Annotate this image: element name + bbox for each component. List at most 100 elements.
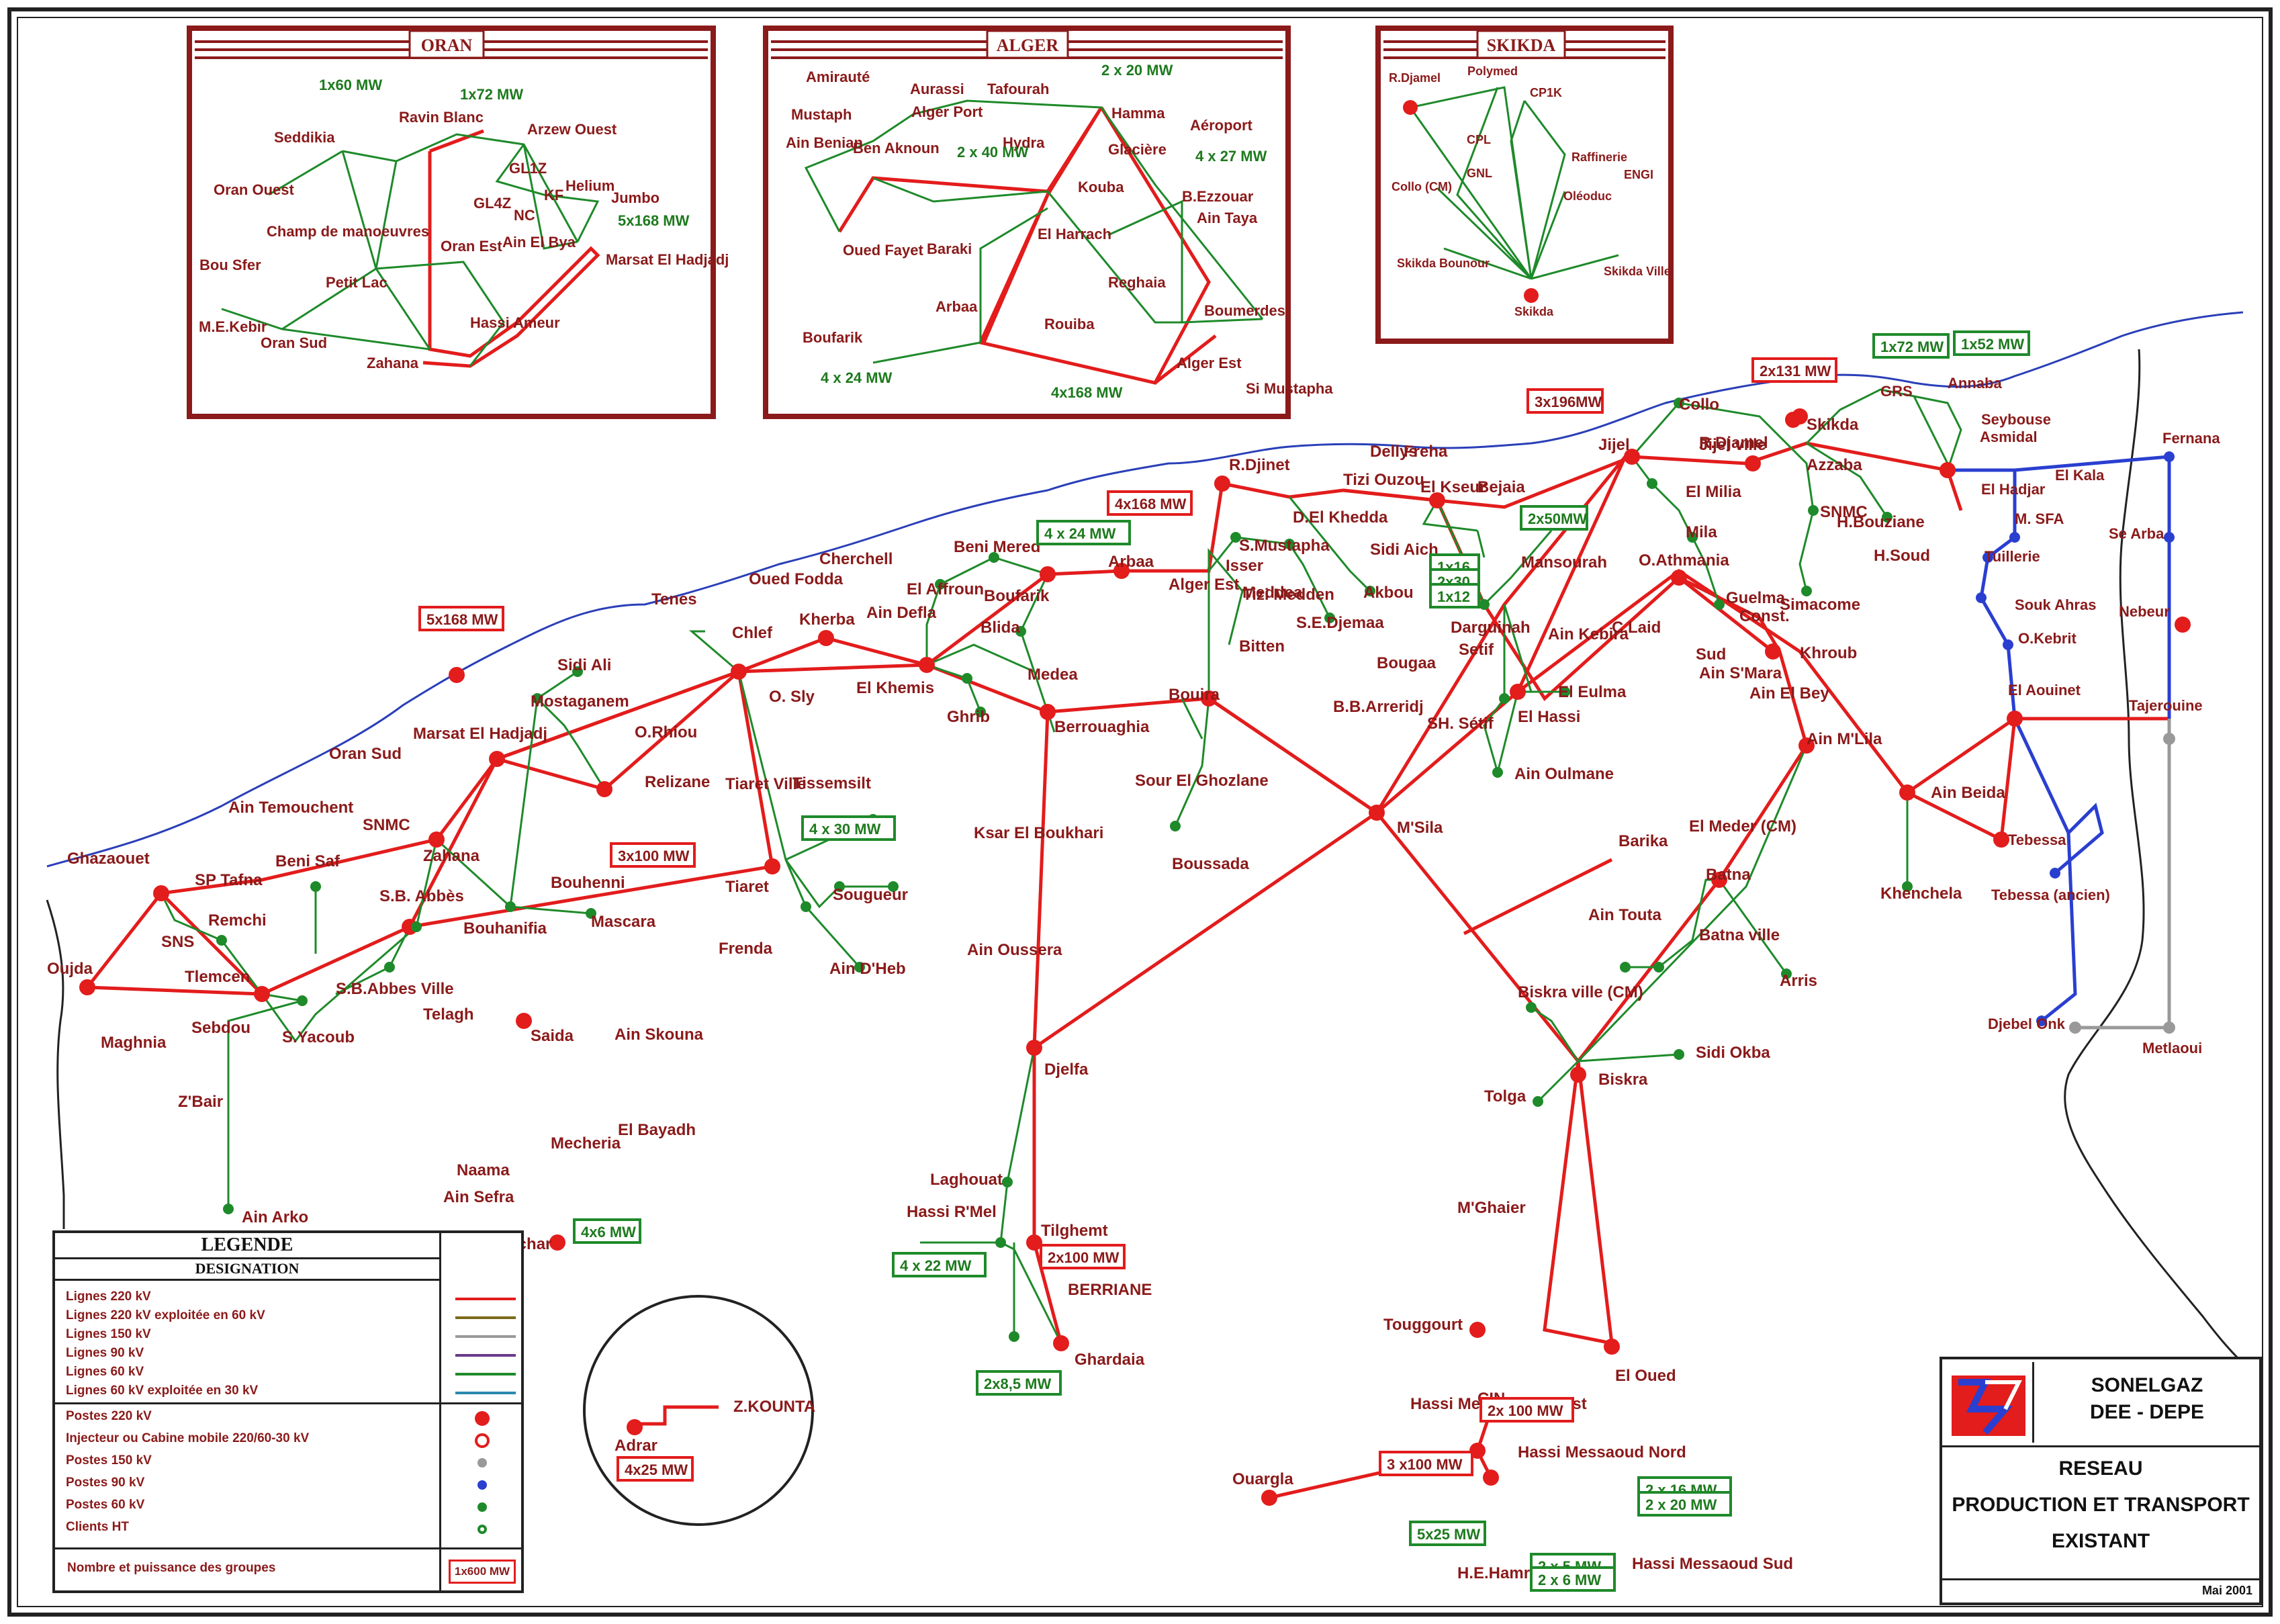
place-label-fernana: Fernana xyxy=(2162,430,2220,447)
place-label-sns: SNS xyxy=(161,933,194,951)
place-label-batna: Batna xyxy=(1706,866,1751,884)
place-label-mansourah: Mansourah xyxy=(1521,553,1607,572)
legend-line-label: Lignes 220 kV exploitée en 60 kV xyxy=(66,1308,265,1322)
capacity-box-frame xyxy=(1530,1566,1616,1592)
place-label-tiaret: Tiaret xyxy=(725,878,769,896)
place-label-marsat-el-hadjadj: Marsat El Hadjadj xyxy=(413,725,547,743)
legend-station-label: Injecteur ou Cabine mobile 220/60-30 kV xyxy=(66,1431,310,1445)
place-label-el-milia: El Milia xyxy=(1686,483,1741,501)
western-border xyxy=(46,899,65,1229)
place-label-remchi: Remchi xyxy=(208,911,267,930)
place-label-kherba: Kherba xyxy=(799,611,855,629)
inset-oran-label-gl1z: GL1Z xyxy=(509,160,547,177)
place-label-ouargla: Ouargla xyxy=(1232,1470,1293,1488)
place-label-bejaia: Bejaia xyxy=(1477,478,1525,496)
place-label-sidi-ali: Sidi Ali xyxy=(557,656,611,674)
place-label-tiaret-ville: Tiaret Ville xyxy=(725,775,807,793)
inset-alger-label-boumerdes: Boumerdes xyxy=(1204,302,1285,319)
legend-line-label: Lignes 150 kV xyxy=(66,1327,151,1341)
place-label-s-e-djemaa: S.E.Djemaa xyxy=(1296,614,1384,632)
legend-station-symbol xyxy=(475,1411,490,1426)
place-label-c-laid: C.Laid xyxy=(1612,619,1661,637)
place-label-guelma: Guelma xyxy=(1726,589,1786,607)
map-frame xyxy=(7,7,2273,1617)
legend-line-row: Lignes 150 kV xyxy=(66,1327,522,1345)
capacity-box-frame xyxy=(1379,1451,1473,1476)
capacity-box-5x168-mw: 5x168 MW xyxy=(426,611,498,628)
place-label-bougaa: Bougaa xyxy=(1377,654,1437,672)
legend-station-row: Postes 90 kV xyxy=(66,1476,522,1496)
place-label-hassi-r-mel: Hassi R'Mel xyxy=(907,1203,997,1221)
place-label-jijel: Jijel xyxy=(1598,436,1630,454)
place-label-sour-el-ghozlane: Sour El Ghozlane xyxy=(1135,772,1269,790)
place-label-z-kounta: Z.KOUNTA xyxy=(733,1398,815,1416)
network-150kv xyxy=(2075,719,2171,1030)
inset-oran-label-1x72-mw: 1x72 MW xyxy=(460,86,523,103)
inset-skikda-label-cpl: CPL xyxy=(1467,133,1491,146)
place-label-o-rhiou: O.Rhiou xyxy=(635,723,697,741)
legend-title: LEGENDE xyxy=(55,1233,441,1259)
place-label-se-arba: Se Arba xyxy=(2109,525,2164,542)
place-label-m-sila: M'Sila xyxy=(1397,819,1443,837)
place-label-laghouat: Laghouat xyxy=(930,1171,1003,1189)
org-name: SONELGAZ xyxy=(2091,1374,2203,1396)
inset-alger-label-kouba: Kouba xyxy=(1078,179,1124,195)
capacity-box-4x25-mw: 4x25 MW xyxy=(625,1461,688,1478)
place-label-ain-s-mara: Ain S'Mara xyxy=(1699,664,1782,682)
place-label-barika: Barika xyxy=(1618,832,1668,850)
place-label-el-oued: El Oued xyxy=(1615,1367,1676,1385)
place-label-djelfa: Djelfa xyxy=(1044,1061,1089,1079)
capacity-box-1x72-mw: 1x72 MW xyxy=(1880,339,1944,355)
inset-alger-label-2-x-40-mw: 2 x 40 MW xyxy=(957,144,1029,161)
inset-skikda-label-cp1k: CP1K xyxy=(1530,86,1562,99)
place-label-tilghemt: Tilghemt xyxy=(1041,1222,1108,1240)
capacity-box-2-x-20-mw: 2 x 20 MW xyxy=(1645,1496,1717,1513)
capacity-box-4x168-mw: 4x168 MW xyxy=(1115,496,1187,512)
capacity-box-frame xyxy=(1429,583,1480,608)
legend-station-symbol xyxy=(477,1525,487,1534)
place-label-bouira: Bouira xyxy=(1169,686,1220,704)
org-division: DEE - DEPE xyxy=(2089,1401,2205,1423)
place-label-khroub: Khroub xyxy=(1800,644,1857,662)
place-label-el-kseur: El Kseur xyxy=(1420,478,1486,496)
place-label-blida: Blida xyxy=(981,619,1020,637)
capacity-box-frame xyxy=(976,1370,1062,1396)
legend-line-label: Lignes 90 kV xyxy=(66,1346,144,1360)
place-label-freha: Freha xyxy=(1404,443,1448,461)
place-label-ghardaia: Ghardaia xyxy=(1075,1351,1145,1369)
place-label-ain-skouna: Ain Skouna xyxy=(614,1026,704,1044)
legend-line-label: Lignes 60 kV exploitée en 30 kV xyxy=(66,1384,259,1398)
place-label-el-hadjar: El Hadjar xyxy=(1981,481,2046,498)
legend-station-label: Postes 60 kV xyxy=(66,1498,145,1512)
capacity-box-1x12: 1x12 xyxy=(1437,588,1470,605)
legend-line-swatch xyxy=(455,1335,516,1338)
place-label-const: Const. xyxy=(1739,607,1790,625)
place-label-hassi-messaoud-sud: Hassi Messaoud Sud xyxy=(1632,1555,1793,1573)
map-date: Mai 2001 xyxy=(2201,1584,2252,1597)
place-label-s-mustapha: S.Mustapha xyxy=(1239,537,1330,555)
inset-oran-label-marsat-el-hadjadj: Marsat El Hadjadj xyxy=(606,251,729,268)
inset-oran-label-arzew-ouest: Arzew Ouest xyxy=(527,121,617,138)
place-label-alger-est: Alger Est xyxy=(1169,576,1239,594)
inset-alger-label-aurassi: Aurassi xyxy=(910,81,964,97)
legend-line-label: Lignes 60 kV xyxy=(66,1365,144,1379)
place-label-el-aouinet: El Aouinet xyxy=(2008,682,2081,698)
capacity-box-frame xyxy=(1036,520,1131,545)
place-label-sebdou: Sebdou xyxy=(191,1019,250,1037)
inset-alger-label-el-harrach: El Harrach xyxy=(1038,226,1111,242)
title-block: SONELGAZ DEE - DEPE RESEAU PRODUCTION ET… xyxy=(1940,1357,2262,1605)
inset-oran-label-champ-de-manoeuvres: Champ de manoeuvres xyxy=(267,223,429,240)
inset-alger-label-oued-fayet: Oued Fayet xyxy=(843,242,923,259)
place-label-ain-kebira: Ain Kebira xyxy=(1548,625,1629,643)
place-label-souk-ahras: Souk Ahras xyxy=(2015,596,2096,613)
capacity-box-frame xyxy=(1526,388,1604,414)
place-label-mila: Mila xyxy=(1686,523,1717,541)
inset-alger-label-arbaa: Arbaa xyxy=(936,298,978,315)
place-label-collo: Collo xyxy=(1679,396,1719,414)
place-label-ain-d-heb: Ain D'Heb xyxy=(829,960,906,978)
place-label-skikda: Skikda xyxy=(1807,416,1859,434)
